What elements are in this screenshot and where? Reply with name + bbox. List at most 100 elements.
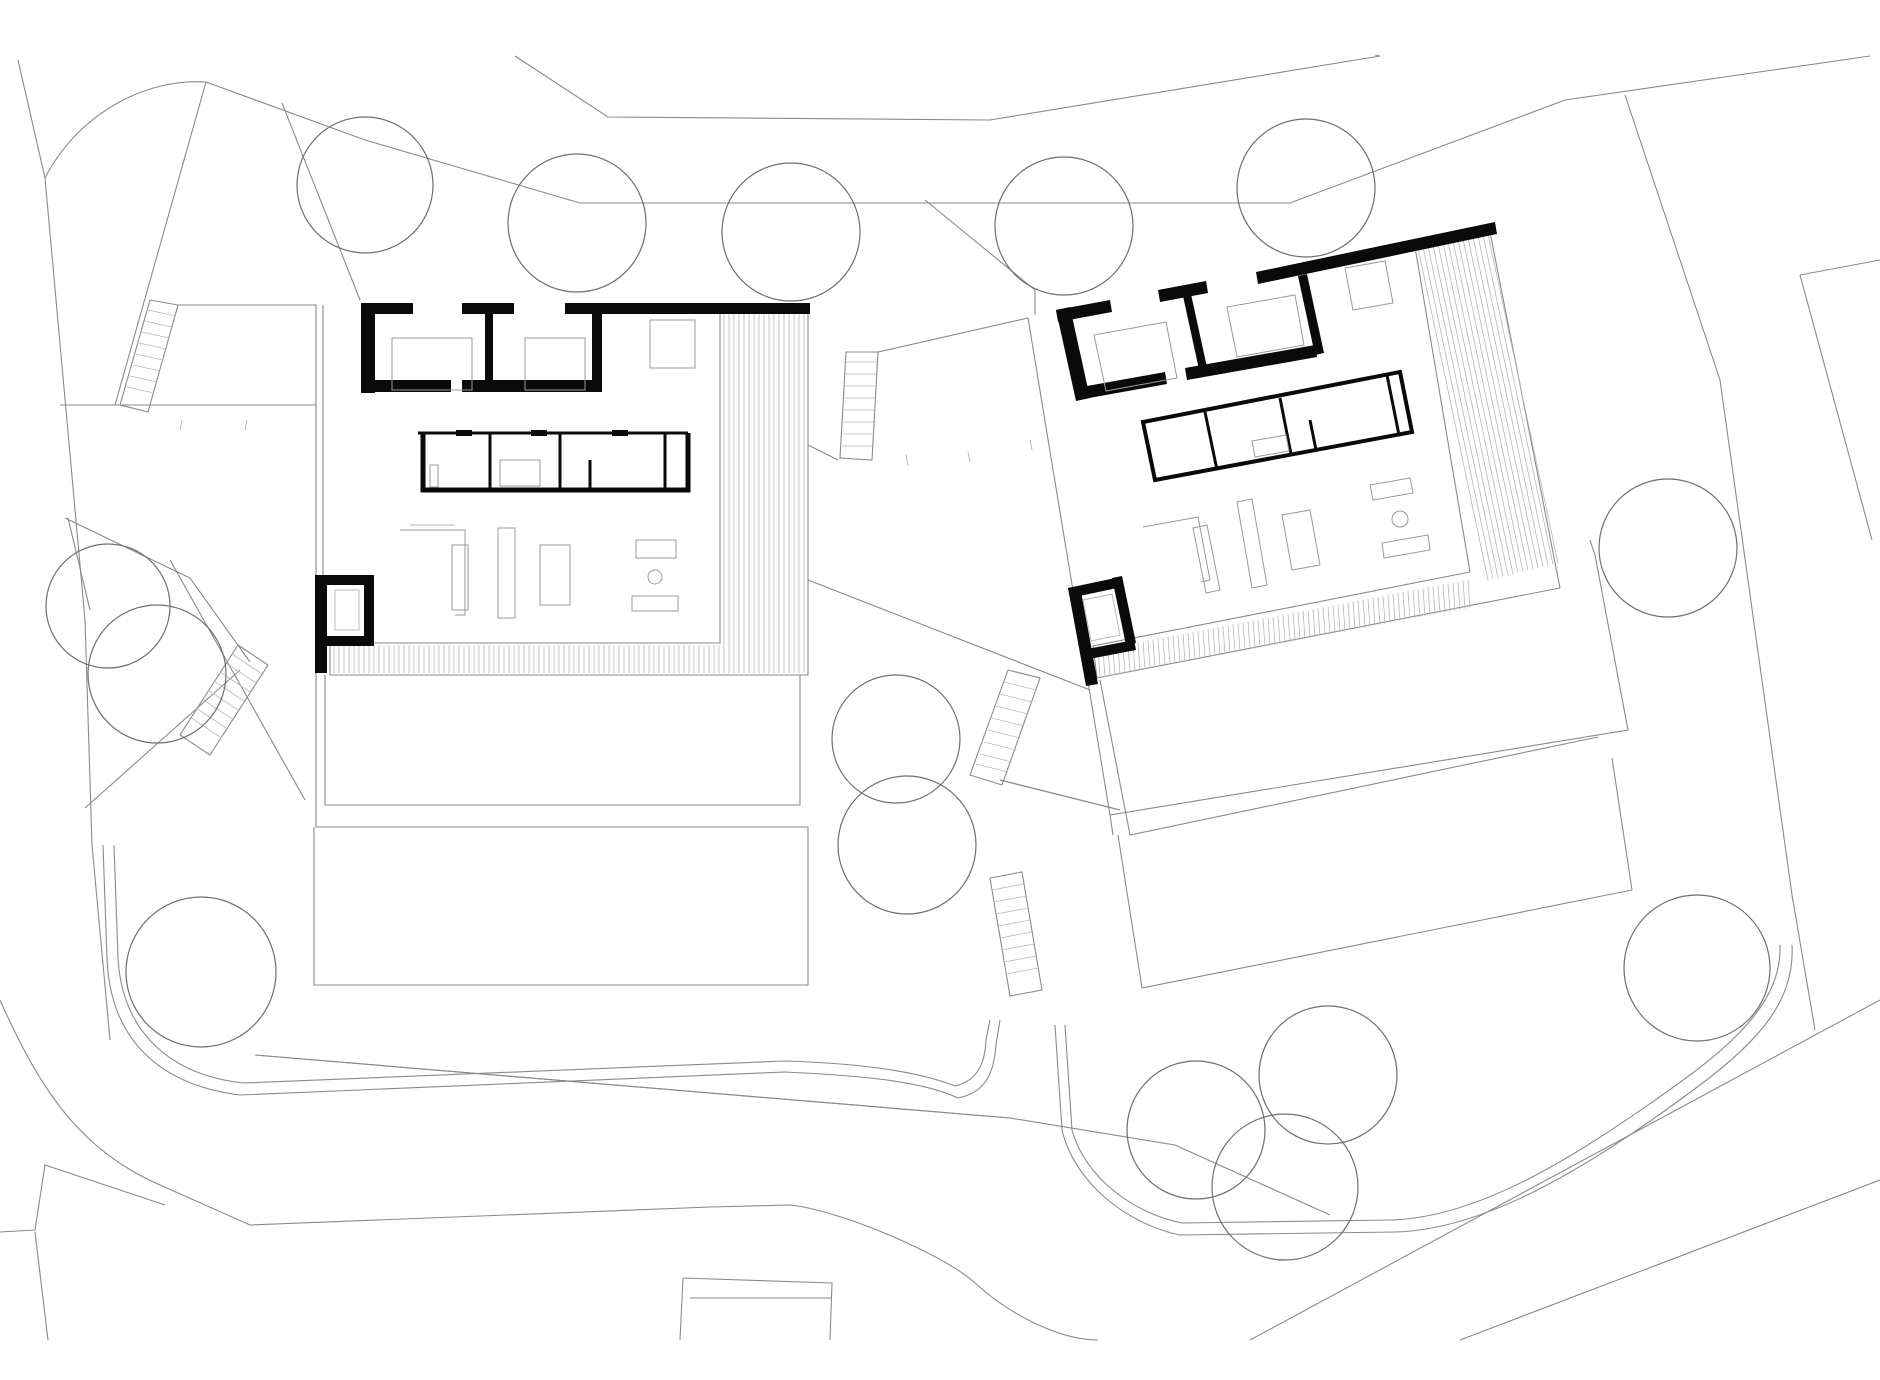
deck-board-line [1202, 630, 1206, 659]
house-west-furniture [391, 319, 696, 619]
deck-board-line [1467, 579, 1471, 608]
house-east-walls [1056, 222, 1497, 686]
deck-board-line [1487, 233, 1559, 564]
house-west-platform [60, 304, 809, 986]
deck-board-line [1302, 611, 1306, 640]
deck-board-line [1217, 627, 1221, 656]
tree-7 [45, 543, 171, 669]
deck-board-line [1357, 600, 1361, 629]
deck-board-line [1287, 613, 1291, 642]
deck-board-line [1312, 609, 1316, 638]
deck-board-line [1442, 242, 1514, 575]
tree-6 [1598, 478, 1738, 618]
deck-board-line [1422, 588, 1426, 617]
deck-board-line [1442, 584, 1446, 613]
tree-2 [507, 153, 647, 293]
deck-board-line [1222, 626, 1226, 655]
deck-board-line [1177, 634, 1181, 663]
house-west [60, 303, 810, 986]
deck-board-line [1232, 624, 1236, 653]
deck-board-line [1427, 587, 1431, 616]
deck-board-line [1432, 586, 1436, 615]
deck-board-line [1427, 245, 1499, 578]
deck-board-line [1197, 630, 1201, 660]
deck-board-line [1367, 598, 1371, 627]
deck-board-line [1432, 244, 1504, 577]
deck-board-line [1452, 240, 1524, 572]
stair-northwest [119, 299, 179, 413]
deck-board-line [1327, 606, 1331, 635]
deck-board-line [1417, 589, 1421, 618]
deck-board-line [1392, 593, 1396, 622]
road-curbs [102, 844, 1793, 1236]
site-context-lines [0, 54, 1880, 1341]
deck-board-line [1182, 633, 1186, 662]
house-west-walls [315, 303, 810, 673]
deck-board-line [1402, 592, 1406, 621]
deck-board-line [1167, 636, 1171, 665]
deck-board-line [1267, 617, 1271, 646]
deck-board-line [1417, 247, 1489, 581]
deck-board-line [1297, 611, 1301, 641]
stair-center-north [839, 351, 879, 461]
deck-board-line [1452, 582, 1456, 611]
tree-12 [1623, 894, 1771, 1042]
deck-board-line [1352, 601, 1356, 630]
deck-board-line [1462, 580, 1466, 609]
deck-board-line [1252, 620, 1256, 649]
deck-board-line [1347, 602, 1351, 631]
deck-board-line [1162, 637, 1166, 666]
deck-board-line [1377, 596, 1381, 625]
deck-board-line [1207, 629, 1211, 658]
deck-board-line [1172, 635, 1176, 664]
deck-board-line [1152, 639, 1156, 668]
deck-board-line [1447, 583, 1451, 612]
deck-board-line [1472, 236, 1544, 567]
house-east-furniture [1093, 260, 1431, 594]
house-east-platform [877, 290, 1633, 989]
tree-5 [1236, 118, 1376, 258]
deck-board-line [1282, 614, 1286, 643]
deck-board-line [1137, 642, 1141, 671]
stair-center-south [989, 871, 1043, 997]
tree-3 [721, 162, 861, 302]
deck-board-line [1437, 243, 1509, 576]
tree-14 [1126, 1060, 1266, 1200]
deck-board-line [1307, 610, 1311, 639]
deck-board-line [1362, 599, 1366, 628]
deck-board-line [1147, 640, 1151, 669]
tree-9 [831, 674, 961, 804]
tree-8 [87, 604, 227, 744]
deck-board-line [1292, 612, 1296, 641]
tree-13 [1258, 1005, 1398, 1145]
deck-board-line [1142, 641, 1146, 670]
house-east [877, 222, 1633, 989]
deck-board-line [1317, 608, 1321, 637]
stairs-group [119, 299, 1043, 997]
deck-board-line [1462, 238, 1534, 570]
deck-board-line [1212, 628, 1216, 657]
trees [45, 116, 1771, 1261]
deck-board-line [1407, 591, 1411, 620]
deck-board-line [1422, 246, 1494, 579]
deck-board-line [1237, 623, 1241, 652]
stair-center-middle [969, 669, 1041, 786]
tree-15 [1211, 1113, 1359, 1261]
deck-board-line [1277, 615, 1281, 644]
deck-board-line [1337, 604, 1341, 633]
deck-board-line [1157, 638, 1161, 667]
deck-board-line [1372, 597, 1376, 626]
deck-board-line [1482, 234, 1554, 565]
deck-board-line [1242, 622, 1246, 651]
deck-board-line [1457, 581, 1461, 610]
deck-board-line [1262, 618, 1266, 647]
deck-board-line [1382, 595, 1386, 624]
house-east-bath-core [1140, 369, 1415, 483]
tree-11 [125, 896, 277, 1048]
deck-board-line [1272, 616, 1276, 645]
deck-board-line [1477, 235, 1549, 566]
deck-board-line [1247, 621, 1251, 650]
deck-board-line [1192, 631, 1196, 660]
deck-board-line [1387, 594, 1391, 623]
deck-board-line [1342, 603, 1346, 632]
